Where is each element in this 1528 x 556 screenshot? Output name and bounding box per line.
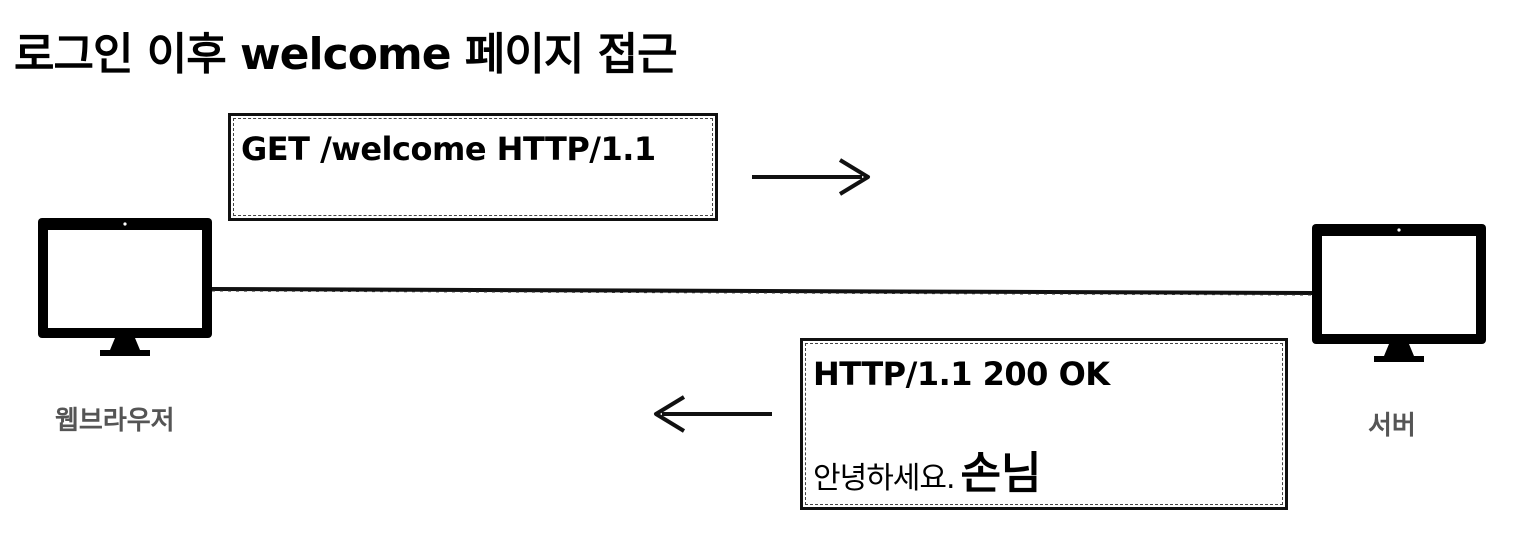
arrow-right-icon xyxy=(752,158,870,196)
request-line: GET /welcome HTTP/1.1 xyxy=(241,130,656,168)
server-monitor-icon xyxy=(1312,224,1486,362)
response-message-box: HTTP/1.1 200 OK 안녕하세요.손님 xyxy=(800,338,1288,510)
request-message-box: GET /welcome HTTP/1.1 xyxy=(228,113,718,221)
response-body: 안녕하세요.손님 xyxy=(813,437,1042,501)
diagram-title: 로그인 이후 welcome 페이지 접근 xyxy=(14,29,678,80)
arrow-left-icon xyxy=(654,395,772,433)
response-greeting: 안녕하세요. xyxy=(813,461,956,496)
response-guest: 손님 xyxy=(960,448,1042,499)
response-status-line: HTTP/1.1 200 OK xyxy=(813,355,1110,393)
connection-line xyxy=(211,287,1313,296)
server-label: 서버 xyxy=(1368,411,1416,441)
client-monitor-icon xyxy=(38,218,212,356)
client-label: 웹브라우저 xyxy=(55,406,175,436)
